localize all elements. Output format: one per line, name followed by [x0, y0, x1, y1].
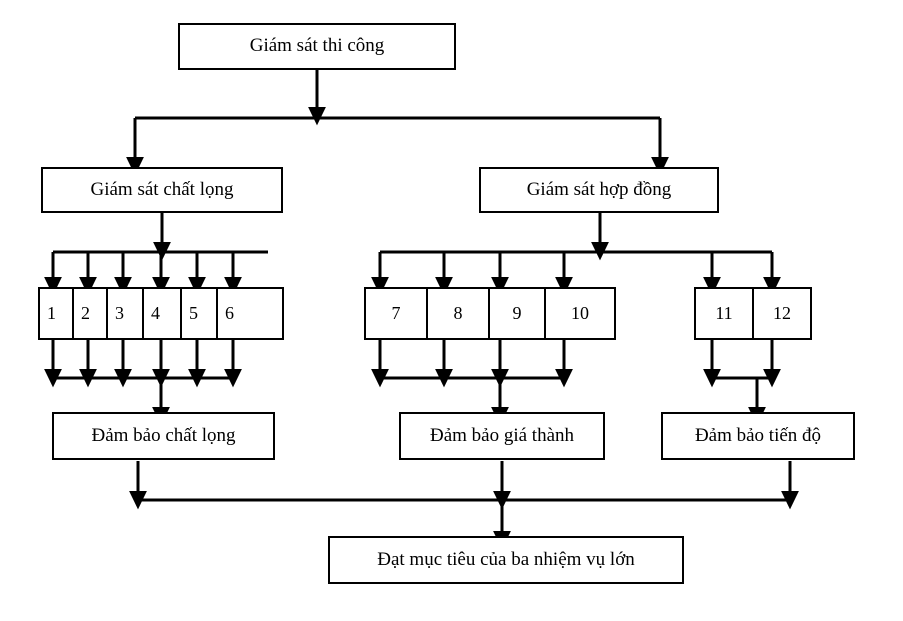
cell-quality-4-label: 4 — [151, 303, 160, 323]
cell-cost-7-label: 7 — [391, 303, 401, 323]
cell-cost-9[interactable]: 9 — [490, 289, 546, 338]
cell-quality-5[interactable]: 5 — [182, 289, 218, 338]
cell-quality-5-label: 5 — [189, 303, 198, 323]
cell-cost-10-label: 10 — [571, 303, 589, 323]
node-outcome-cost[interactable]: Đảm bảo giá thành — [399, 412, 605, 460]
cell-quality-3-label: 3 — [115, 303, 124, 323]
node-quality-supervision-label: Giám sát chất lọng — [90, 178, 234, 200]
node-top-supervision-label: Giám sát thi công — [249, 35, 385, 57]
node-goal-label: Đạt mục tiêu của ba nhiệm vụ lớn — [377, 548, 635, 570]
cell-schedule-12[interactable]: 12 — [754, 289, 810, 338]
cell-quality-1-label: 1 — [47, 303, 56, 323]
cell-cost-7[interactable]: 7 — [366, 289, 428, 338]
cell-cost-8-label: 8 — [453, 303, 463, 323]
node-contract-supervision-label: Giám sát hợp đồng — [526, 178, 672, 200]
cell-quality-6-label: 6 — [225, 303, 234, 323]
cell-cost-9-label: 9 — [512, 303, 522, 323]
node-contract-supervision[interactable]: Giám sát hợp đồng — [479, 167, 719, 213]
node-outcome-cost-label: Đảm bảo giá thành — [429, 424, 575, 446]
cell-schedule-11-label: 11 — [715, 303, 733, 323]
cell-quality-2-label: 2 — [81, 303, 90, 323]
node-top-supervision[interactable]: Giám sát thi công — [178, 23, 456, 70]
node-outcome-quality[interactable]: Đảm bảo chất lọng — [52, 412, 275, 460]
cell-quality-3[interactable]: 3 — [108, 289, 144, 338]
cellgroup-cost: 7 8 9 10 — [364, 287, 616, 340]
node-outcome-schedule[interactable]: Đảm bảo tiến độ — [661, 412, 855, 460]
cell-schedule-12-label: 12 — [773, 303, 791, 323]
node-goal[interactable]: Đạt mục tiêu của ba nhiệm vụ lớn — [328, 536, 684, 584]
cell-cost-10[interactable]: 10 — [546, 289, 614, 338]
cell-quality-6[interactable]: 6 — [218, 289, 282, 338]
cell-cost-8[interactable]: 8 — [428, 289, 490, 338]
cellgroup-schedule: 11 12 — [694, 287, 812, 340]
node-outcome-quality-label: Đảm bảo chất lọng — [91, 424, 236, 446]
node-outcome-schedule-label: Đảm bảo tiến độ — [694, 424, 822, 446]
node-quality-supervision[interactable]: Giám sát chất lọng — [41, 167, 283, 213]
cellgroup-quality: 1 2 3 4 5 6 — [38, 287, 284, 340]
cell-schedule-11[interactable]: 11 — [696, 289, 754, 338]
cell-quality-1[interactable]: 1 — [40, 289, 74, 338]
cell-quality-2[interactable]: 2 — [74, 289, 108, 338]
cell-quality-4[interactable]: 4 — [144, 289, 182, 338]
